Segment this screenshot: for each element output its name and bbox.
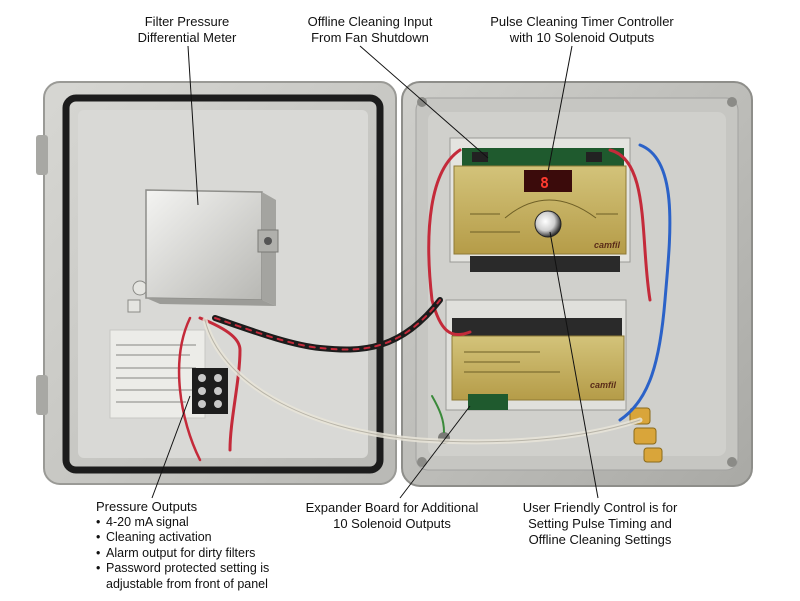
knob-icon — [534, 210, 562, 238]
label-line: Offline Cleaning Input — [307, 14, 433, 29]
pressure-outputs-list: 4-20 mA signal Cleaning activation Alarm… — [96, 515, 316, 593]
label-filter-pressure-meter: Filter Pressure Differential Meter — [112, 14, 262, 46]
label-line: Filter Pressure — [144, 14, 230, 29]
door-gasket — [62, 94, 384, 474]
wiring — [177, 143, 672, 462]
list-item: Password protected setting is — [96, 561, 316, 577]
label-line: User Friendly Control is for — [522, 500, 678, 515]
label-line: Offline Cleaning Settings — [528, 532, 672, 547]
terminal-strip — [470, 256, 620, 272]
label-line: with 10 Solenoid Outputs — [509, 30, 655, 45]
svg-text:8: 8 — [540, 174, 549, 192]
label-pulse-timer-controller: Pulse Cleaning Timer Controller with 10 … — [472, 14, 692, 46]
list-item: Alarm output for dirty filters — [96, 546, 316, 562]
label-user-friendly-control: User Friendly Control is for Setting Pul… — [500, 500, 700, 548]
label-expander-board: Expander Board for Additional 10 Solenoi… — [292, 500, 492, 532]
list-item: 4-20 mA signal — [96, 515, 316, 531]
label-line: Pulse Cleaning Timer Controller — [490, 14, 674, 29]
label-line: Setting Pulse Timing and — [528, 516, 672, 531]
svg-text:camfil: camfil — [594, 240, 621, 250]
led-display-icon — [524, 170, 572, 192]
label-offline-cleaning-input: Offline Cleaning Input From Fan Shutdown — [280, 14, 460, 46]
pressure-meter-housing — [145, 189, 279, 306]
leader-lines — [151, 45, 599, 499]
label-pressure-outputs: Pressure Outputs 4-20 mA signal Cleaning… — [96, 499, 316, 592]
pulse-timer-controller: 8 camfil — [449, 137, 631, 263]
terminal-block-icon — [192, 368, 228, 414]
list-item: Cleaning activation — [96, 530, 316, 546]
list-item-continuation: adjustable from front of panel — [106, 576, 268, 591]
svg-text:camfil: camfil — [590, 380, 617, 390]
label-line: Expander Board for Additional — [305, 500, 479, 515]
label-line: Differential Meter — [137, 30, 237, 45]
controller-pcb — [462, 148, 624, 170]
label-line: 10 Solenoid Outputs — [333, 516, 451, 531]
pressure-outputs-title: Pressure Outputs — [96, 499, 198, 514]
expander-board: camfil — [438, 299, 627, 444]
brass-fittings — [629, 407, 663, 463]
label-line: From Fan Shutdown — [311, 30, 429, 45]
